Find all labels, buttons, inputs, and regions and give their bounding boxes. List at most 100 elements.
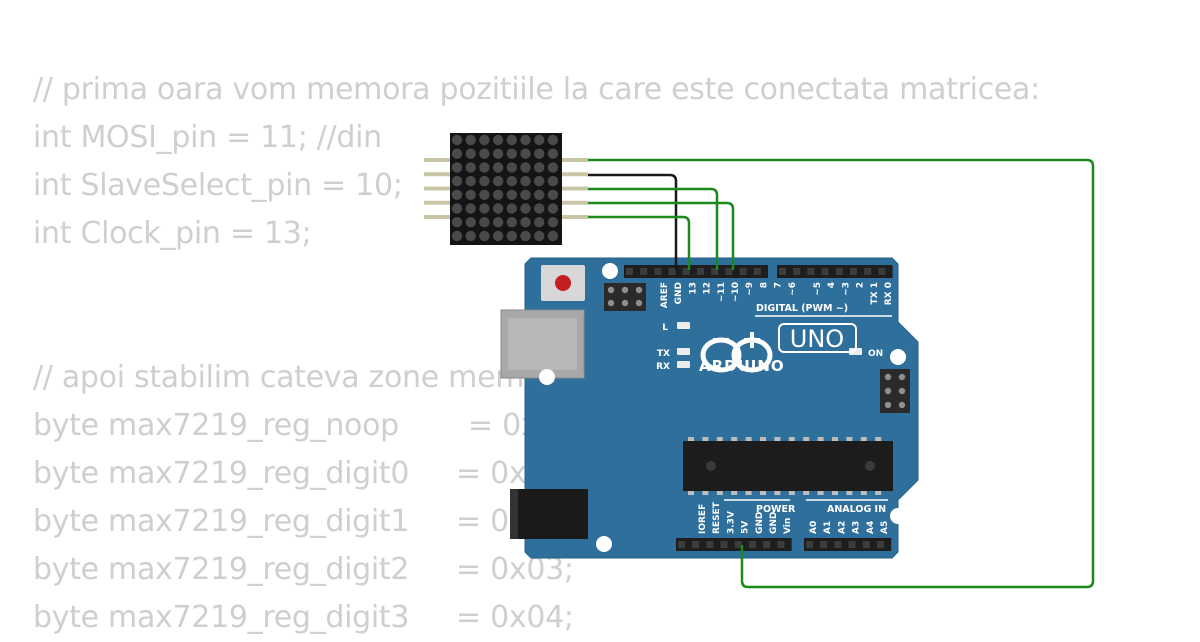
header-socket[interactable] <box>834 541 842 548</box>
header-socket[interactable] <box>678 541 685 548</box>
header-socket[interactable] <box>692 541 700 548</box>
header-socket[interactable] <box>806 541 813 548</box>
matrix-pin[interactable] <box>424 172 450 177</box>
led-dot <box>479 189 490 200</box>
led-dot <box>479 134 490 146</box>
led-dot <box>492 203 504 214</box>
digital-header-right[interactable] <box>777 265 893 278</box>
header-socket[interactable] <box>779 268 786 275</box>
mounting-hole <box>890 508 906 524</box>
matrix-pin[interactable] <box>562 215 588 219</box>
code-text: int SlaveSelect_pin = 10; <box>33 168 403 203</box>
led-dot <box>534 203 545 214</box>
led-dot <box>547 230 559 242</box>
header-socket[interactable] <box>864 268 872 275</box>
header-socket[interactable] <box>668 268 676 275</box>
header-socket[interactable] <box>862 541 870 548</box>
header-socket[interactable] <box>763 541 771 548</box>
led-dot <box>534 230 545 242</box>
led-dot <box>492 148 504 159</box>
wire-clk-13 <box>588 215 691 270</box>
pin-label: A1 <box>823 521 833 534</box>
reset-button[interactable] <box>541 265 585 301</box>
header-socket[interactable] <box>697 268 704 275</box>
header-socket[interactable] <box>820 541 828 548</box>
led-dot <box>534 217 545 228</box>
led-dot <box>465 230 476 242</box>
matrix-pin[interactable] <box>424 200 450 205</box>
led-dot <box>451 134 463 146</box>
led-dot <box>479 230 490 242</box>
svg-text:UNO: UNO <box>790 325 844 353</box>
led-dot <box>547 148 559 159</box>
header-socket[interactable] <box>835 268 843 275</box>
pin-label: GND <box>769 512 779 534</box>
header-socket[interactable] <box>850 268 857 275</box>
led-dot <box>547 134 559 146</box>
pin-label: ~10 <box>731 282 741 302</box>
header-socket[interactable] <box>711 268 719 275</box>
led-dot <box>465 203 476 214</box>
header-socket[interactable] <box>640 268 648 275</box>
header-socket[interactable] <box>739 268 747 275</box>
matrix-pin[interactable] <box>562 158 588 162</box>
led-dot <box>506 230 517 242</box>
pin-label: A4 <box>866 521 876 534</box>
matrix-pin[interactable] <box>424 158 450 162</box>
led-dot <box>479 175 490 187</box>
matrix-pin[interactable] <box>562 172 588 177</box>
matrix-pin[interactable] <box>562 200 588 205</box>
pin-label: A0 <box>809 521 819 534</box>
matrix-pin[interactable] <box>562 186 588 191</box>
led-matrix-module[interactable] <box>424 133 588 245</box>
code-value: = 0x04; <box>456 600 574 635</box>
code-line: byte max7219_reg_digit3= 0x04; <box>33 594 1040 642</box>
header-socket[interactable] <box>626 268 633 275</box>
header-socket[interactable] <box>753 268 761 275</box>
led-dot <box>492 162 504 173</box>
led-dot <box>506 148 517 159</box>
led-dot <box>547 175 559 187</box>
led-dot <box>479 203 490 214</box>
header-socket[interactable] <box>720 541 728 548</box>
led-dot <box>520 230 531 242</box>
wires <box>588 158 1095 589</box>
led-dot <box>451 148 463 159</box>
led-on: ON <box>849 348 883 359</box>
header-socket[interactable] <box>734 541 742 548</box>
power-header[interactable] <box>676 538 792 551</box>
led-rx: RX <box>656 361 690 372</box>
digital-header-left[interactable] <box>624 265 768 278</box>
code-line: int SlaveSelect_pin = 10; <box>33 162 1040 210</box>
pin-label: 5V <box>741 521 751 534</box>
pin-label: 8 <box>759 282 769 288</box>
header-socket[interactable] <box>777 541 785 548</box>
matrix-left-pins <box>424 158 450 219</box>
header-socket[interactable] <box>706 541 714 548</box>
icsp-header-top <box>604 283 646 311</box>
header-socket[interactable] <box>821 268 829 275</box>
header-socket[interactable] <box>654 268 662 275</box>
code-line: // prima oara vom memora pozitiile la ca… <box>33 66 1040 114</box>
pin-label: Vin <box>783 518 793 534</box>
matrix-pin[interactable] <box>424 186 450 191</box>
header-socket[interactable] <box>749 541 756 548</box>
analog-header[interactable] <box>804 538 892 551</box>
led-dot <box>492 230 504 242</box>
header-socket[interactable] <box>725 268 733 275</box>
matrix-pin[interactable] <box>424 215 450 219</box>
header-socket[interactable] <box>848 541 856 548</box>
header-socket[interactable] <box>878 268 886 275</box>
led-dot <box>506 134 517 146</box>
code-text: byte max7219_reg_digit0 <box>33 456 410 491</box>
header-socket[interactable] <box>877 541 884 548</box>
led-dot <box>520 217 531 228</box>
header-socket[interactable] <box>793 268 801 275</box>
led-dot <box>534 162 545 173</box>
header-socket[interactable] <box>807 268 815 275</box>
led-dot <box>520 175 531 187</box>
header-socket[interactable] <box>682 268 690 275</box>
pin-label: ~5 <box>813 282 823 296</box>
code-text: byte max7219_reg_digit1 <box>33 504 410 539</box>
